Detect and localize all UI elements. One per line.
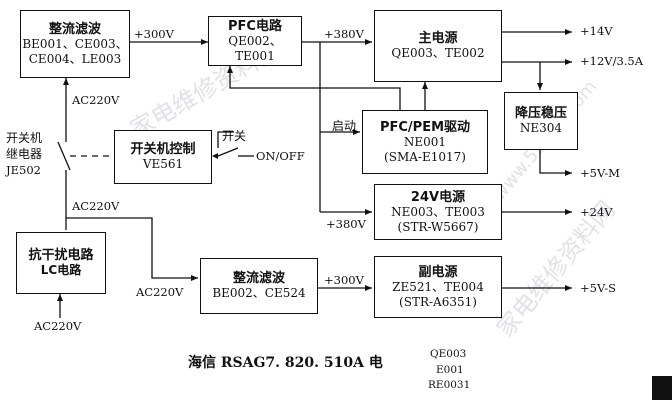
block-parts: (STR-A6351) — [399, 294, 477, 309]
caption-fragment: RE0031 — [428, 379, 471, 391]
label-out-12v: +12V/3.5A — [580, 54, 644, 68]
block-title: 副电源 — [418, 264, 458, 280]
block-parts: BE001、CE003、 — [22, 36, 128, 51]
block-24v-power: 24V电源 NE003、TE003 (STR-W5667) — [374, 184, 502, 240]
label-ac220v: AC220V — [72, 93, 120, 107]
block-title: 主电源 — [418, 31, 458, 46]
block-parts: QE002、TE001 — [228, 33, 282, 63]
block-main-power: 主电源 QE003、TE002 — [374, 10, 502, 82]
block-emi-filter: 抗干扰电路 LC电路 — [16, 232, 106, 294]
block-parts: QE003、TE002 — [391, 46, 485, 60]
label-300v: +300V — [134, 27, 174, 41]
block-title: 整流滤波 — [232, 271, 285, 286]
switch-contact — [217, 147, 239, 157]
label-ac220v: AC220V — [136, 285, 184, 299]
wire-drive-pfc — [227, 66, 401, 110]
block-parts: NE304 — [519, 121, 563, 135]
block-rectifier-filter-1: 整流滤波 BE001、CE003、 CE004、LE003 — [20, 10, 130, 78]
block-title: PFC/PEM驱动 — [379, 119, 471, 135]
label-300v-standby: +300V — [324, 273, 364, 287]
figure-caption: 海信 RSAG7. 820. 510A 电 — [188, 355, 383, 371]
block-parts: (STR-W5667) — [397, 219, 479, 234]
label-start: 启动 — [332, 119, 357, 133]
block-rectifier-filter-2: 整流滤波 BE002、CE524 — [200, 258, 318, 314]
label-relay-ref: JE502 — [6, 163, 41, 177]
block-buck-regulator: 降压稳压 NE304 — [504, 92, 578, 150]
block-parts: ZE521、TE004 — [392, 279, 484, 294]
block-power-switch-control: 开关机控制 VE561 — [114, 130, 212, 184]
label-out-5vs: +5V-S — [580, 281, 616, 295]
label-onoff: ON/OFF — [256, 149, 305, 163]
block-parts: NE001 — [403, 134, 447, 149]
label-380v: +380V — [324, 27, 364, 41]
block-title: 整流滤波 — [48, 21, 101, 37]
label-out-14v: +14V — [580, 24, 613, 38]
wire-ac-rect2 — [66, 217, 198, 281]
block-title: 降压稳压 — [514, 106, 567, 121]
block-pfc-pem-driver: PFC/PEM驱动 NE001 (SMA-E1017) — [362, 110, 488, 174]
block-standby-power: 副电源 ZE521、TE004 (STR-A6351) — [374, 256, 502, 318]
label-ac220v: AC220V — [72, 199, 120, 213]
block-title: 24V电源 — [410, 189, 466, 205]
label-switch: 开关 — [222, 129, 247, 143]
onoff-arrow — [212, 153, 218, 159]
label-ac220v-input: AC220V — [34, 319, 82, 333]
block-parts: CE004、LE003 — [28, 51, 122, 66]
block-title: PFC电路 — [228, 18, 282, 34]
scan-edge — [652, 376, 672, 400]
wire-5vm — [539, 150, 572, 176]
block-parts: (SMA-E1017) — [384, 149, 466, 164]
caption-fragment: E001 — [436, 364, 464, 376]
relay-contact — [57, 141, 71, 171]
switch-bracket — [217, 131, 234, 148]
block-title: 开关机控制 — [130, 142, 196, 157]
block-parts: BE002、CE524 — [212, 286, 306, 300]
block-title: 抗干扰电路 — [28, 248, 94, 263]
label-relay: 继电器 — [6, 147, 43, 161]
label-out-24v: +24V — [580, 205, 613, 219]
label-relay: 开关机 — [6, 131, 43, 145]
block-parts: NE003、TE003 — [391, 204, 485, 219]
label-out-5vm: +5V-M — [580, 166, 620, 180]
caption-fragment: QE003 — [430, 348, 467, 360]
label-380v-lower: +380V — [326, 217, 366, 231]
block-pfc: PFC电路 QE002、TE001 — [208, 16, 302, 66]
block-parts: VE561 — [142, 157, 184, 171]
block-parts: LC电路 — [40, 263, 82, 277]
